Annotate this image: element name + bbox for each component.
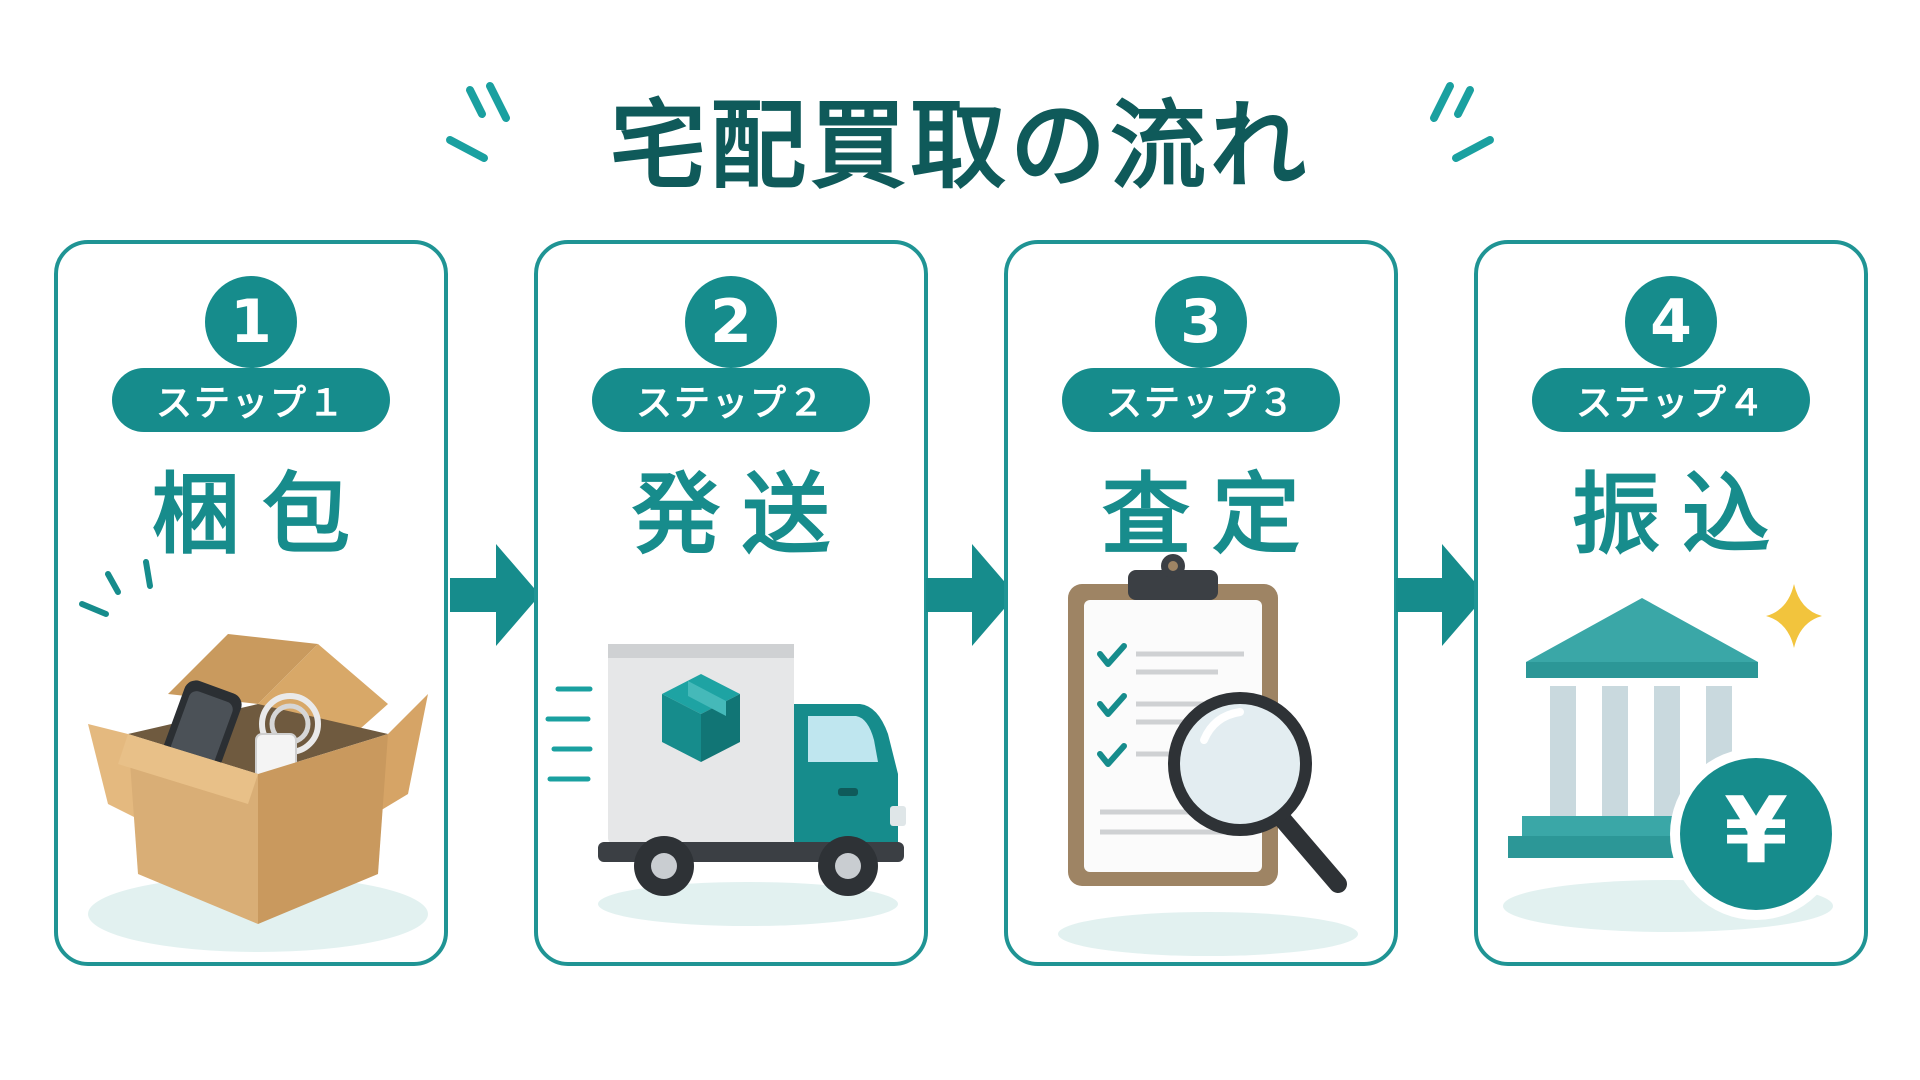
cardboard-box-icon — [79, 559, 428, 952]
yen-symbol: ¥ — [1724, 777, 1788, 884]
left-sparkle-lines-icon — [446, 82, 510, 162]
arrow-right-icon-2 — [926, 544, 1016, 646]
delivery-truck-icon — [545, 644, 906, 926]
page-title: 宅配買取の流れ — [610, 90, 1310, 202]
step-label-1: ステップ１ — [112, 368, 390, 432]
step-number-3: 3 — [1155, 276, 1247, 368]
arrow-right-icon-3 — [1396, 544, 1486, 646]
step-title-4: 振込 — [1571, 463, 1792, 566]
arrow-right-icon-1 — [450, 544, 540, 646]
step-number-2: 2 — [685, 276, 777, 368]
step-card-2: 2 ステップ２ 発送 — [534, 240, 928, 966]
bank-yen-icon: ¥ — [1503, 584, 1842, 932]
step-number-4: 4 — [1625, 276, 1717, 368]
step-title-1: 梱包 — [151, 463, 372, 566]
clipboard-magnifier-icon — [1058, 554, 1358, 956]
step-card-1: 1 ステップ１ 梱包 — [54, 240, 448, 966]
step-number-1: 1 — [205, 276, 297, 368]
step-label-2: ステップ２ — [592, 368, 870, 432]
step-card-3: 3 ステップ３ 査定 — [1004, 240, 1398, 966]
title-area: 宅配買取の流れ — [0, 50, 1920, 202]
step-title-2: 発送 — [631, 463, 852, 566]
step-card-4: 4 ステップ４ 振込 ¥ — [1474, 240, 1868, 966]
step-label-3: ステップ３ — [1062, 368, 1340, 432]
right-sparkle-lines-icon — [1430, 82, 1494, 162]
step-title-3: 査定 — [1101, 463, 1322, 566]
step-label-4: ステップ４ — [1532, 368, 1810, 432]
